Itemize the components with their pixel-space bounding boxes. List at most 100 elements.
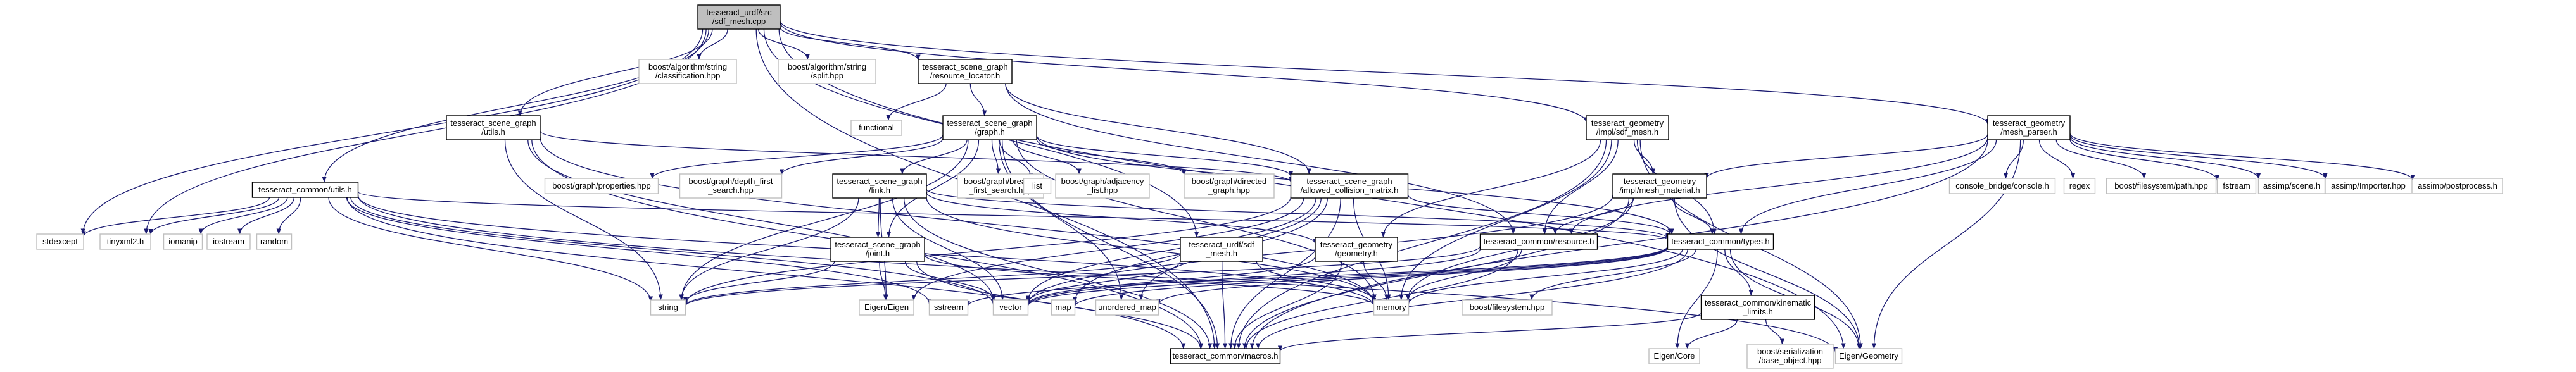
dependency-edges [80,20,2415,353]
node-label: /classification.hpp [655,71,721,80]
node-label: tesseract_geometry [1624,177,1696,186]
node-label: /utils.h [481,127,505,137]
node-box [163,233,203,250]
edge-graph-h-to-properties [650,134,944,179]
graph-node-resource-locator[interactable]: tesseract_scene_graph/resource_locator.h [918,59,1013,84]
node-label: /mesh_parser.h [2000,127,2057,137]
node-box [251,182,359,198]
node-box [1315,237,1398,262]
node-box [2216,178,2257,194]
edge-acm-to-eigen-eigen [911,197,1304,301]
node-label: random [260,237,288,246]
graph-node-eigen-geometry: Eigen/Geometry [1834,348,1903,364]
edge-mesh-parser-to-console [2003,139,2024,179]
graph-node-fstream: fstream [2216,178,2257,194]
graph-node-mesh-material[interactable]: tesseract_geometry/impl/mesh_material.h [1612,173,1707,199]
graph-node-kinematic-limits[interactable]: tesseract_common/kinematic_limits.h [1700,295,1815,320]
edge-sg-utils-to-acm [540,130,1293,183]
edge-resource-h-to-memory [1406,249,1522,301]
edge-link-h-to-types-h [926,189,1670,239]
edge-types-h-to-sstream [966,245,1669,306]
node-box [1051,299,1076,316]
node-label: boost/filesystem.hpp [1470,302,1545,312]
node-box [918,59,1013,84]
graph-node-graph-h[interactable]: tesseract_scene_graph/graph.h [942,115,1037,140]
graph-node-assimp-scene: assimp/scene.h [2257,178,2326,194]
node-box [679,173,783,199]
graph-node-root[interactable]: tesseract_urdf/src/sdf_mesh.cpp [697,4,781,30]
graph-node-mesh-parser[interactable]: tesseract_geometry/mesh_parser.h [1987,115,2071,140]
edge-resource-h-to-vector [1025,249,1481,306]
graph-node-properties: boost/graph/properties.hpp [544,178,659,194]
edge-root-to-split [758,28,810,60]
node-label: /base_object.hpp [1758,356,1821,365]
graph-node-tinyxml2: tinyxml2.h [99,233,151,250]
node-label: regex [2069,181,2090,190]
node-box [1700,295,1815,320]
node-label: boost/algorithm/string [788,62,866,71]
node-box [1023,178,1052,194]
graph-node-urdf-sdf-mesh[interactable]: tesseract_urdf/sdf_mesh.h [1180,237,1263,262]
edge-root-to-stdexcept [80,28,704,235]
node-label: _first_search.hpp [968,185,1032,195]
edge-joint-h-to-eigen-eigen [879,261,888,301]
node-label: assimp/postprocess.h [2418,181,2497,190]
graph-node-sstream: sstream [928,299,969,316]
node-label: /joint.h [866,249,890,258]
graph-node-depth-first: boost/graph/depth_first_search.hpp [679,173,783,199]
graph-node-macros[interactable]: tesseract_common/macros.h [1170,348,1281,364]
node-label: sstream [934,302,963,312]
graph-node-link-h[interactable]: tesseract_scene_graph/link.h [832,173,927,199]
graph-node-acm[interactable]: tesseract_scene_graph/allowed_collision_… [1290,173,1409,199]
node-label: /split.hpp [811,71,843,80]
graph-node-unordered-map: unordered_map [1095,299,1159,316]
graph-node-base-object: boost/serialization/base_object.hpp [1746,344,1834,369]
edge-common-utils-to-types-h [357,191,1670,240]
node-box [638,59,737,84]
node-label: boost/filesystem/path.hpp [2114,181,2207,190]
node-box [2106,178,2217,194]
graph-node-types-h[interactable]: tesseract_common/types.h [1667,233,1774,250]
graph-node-joint-h[interactable]: tesseract_scene_graph/joint.h [830,237,925,262]
graph-node-sg-utils[interactable]: tesseract_scene_graph/utils.h [446,115,541,140]
graph-node-iomanip: iomanip [163,233,203,250]
edge-common-utils-to-iostream [237,197,294,235]
edge-mesh-material-to-types-h [1672,197,1715,235]
node-box [992,299,1029,316]
node-label: tesseract_geometry [1320,240,1393,249]
edge-sdf-mesh-h-to-mesh-material [1633,139,1656,175]
edge-urdf-sdf-mesh-to-macros [1222,261,1228,349]
node-box [1184,173,1275,199]
node-label: iostream [213,237,244,246]
node-box [99,233,151,250]
edge-mesh-parser-to-types-h [1738,139,1997,235]
node-box [1648,348,1700,364]
node-label: _search.hpp [707,185,754,195]
node-label: tesseract_scene_graph [1306,177,1392,186]
node-box [1373,299,1410,316]
node-box [1462,299,1553,316]
node-label: vector [999,302,1022,312]
graph-node-sdf-mesh-h[interactable]: tesseract_geometry/impl/sdf_mesh.h [1586,115,1669,140]
edge-graph-h-to-string [679,139,969,301]
node-box [1612,173,1707,199]
graph-node-geometry-h[interactable]: tesseract_geometry/geometry.h [1315,237,1398,262]
edge-types-h-to-fs-hpp [1529,249,1696,301]
node-label: tesseract_scene_graph [450,118,536,128]
node-box [830,237,925,262]
edge-link-h-to-string [679,197,859,301]
edge-graph-h-to-list [999,139,1033,179]
graph-node-resource-h[interactable]: tesseract_common/resource.h [1479,233,1598,250]
node-label: /graph.h [975,127,1005,137]
node-box [544,178,659,194]
graph-node-assimp-importer: assimp/Importer.hpp [2325,178,2412,194]
edge-mesh-parser-to-fs-path [2055,139,2147,179]
node-box [1667,233,1774,250]
edge-joint-h-to-string [683,261,835,303]
node-label: unordered_map [1098,302,1156,312]
node-box [2063,178,2096,194]
edge-geometry-h-to-memory [1363,261,1389,301]
node-box [206,233,251,250]
node-label: tesseract_scene_graph [837,177,922,186]
graph-node-common-utils[interactable]: tesseract_common/utils.h [251,182,359,198]
